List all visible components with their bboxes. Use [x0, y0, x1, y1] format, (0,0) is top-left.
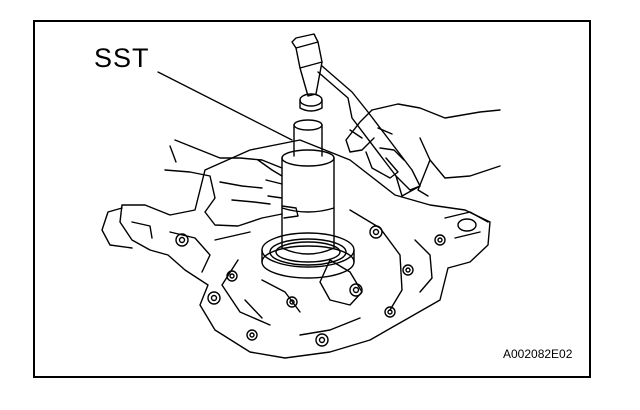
callout-leader-line: [157, 71, 293, 141]
sst-tool: [281, 119, 335, 255]
figure-id-label: A002082E02: [503, 347, 573, 361]
figure-frame: [33, 20, 591, 378]
pump-housing: [101, 139, 491, 359]
bolt-bosses: [175, 225, 446, 347]
left-hand: [164, 139, 299, 227]
oil-seal-bore: [261, 232, 355, 279]
sst-callout-label: SST: [94, 43, 150, 73]
hammer: [291, 33, 421, 197]
right-hand: [345, 103, 501, 197]
